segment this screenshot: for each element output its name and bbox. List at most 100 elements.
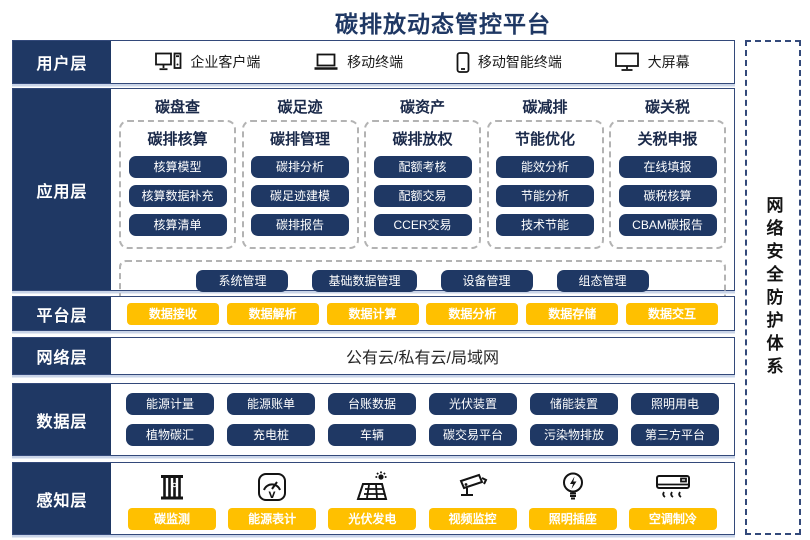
user-device-mobile: 移动终端 — [313, 52, 403, 72]
user-device-big-screen: 大屏幕 — [614, 52, 690, 72]
sense-label: 照明插座 — [528, 508, 617, 530]
app-button: 配额交易 — [373, 184, 472, 207]
desktop-pc-icon — [155, 52, 182, 72]
app-common-button: 组态管理 — [556, 270, 649, 292]
app-button: 核算数据补充 — [128, 184, 227, 207]
air-conditioner-icon — [655, 469, 691, 503]
perception-layer: 感知层 碳监测 V 能源表计 光伏发电 视频监控 — [12, 462, 735, 535]
platform-button: 数据分析 — [426, 302, 519, 325]
application-columns: 碳盘查 碳排核算 核算模型 核算数据补充 核算清单 碳足迹 碳排管理 碳排分析 … — [119, 94, 726, 249]
app-column-box: 碳排管理 碳排分析 碳足迹建模 碳排报告 — [241, 120, 359, 249]
sense-energy-meter: V 能源表计 — [226, 469, 318, 530]
platform-layer-label: 平台层 — [13, 297, 111, 330]
app-column-header: 碳足迹 — [277, 99, 323, 116]
app-column-box: 碳排核算 核算模型 核算数据补充 核算清单 — [119, 120, 236, 249]
network-cloud-text: 公有云/私有云/局域网 — [346, 350, 499, 367]
application-layer-label: 应用层 — [13, 89, 111, 290]
solar-power-icon — [354, 469, 390, 503]
app-column-carbon-tariff: 碳关税 关税申报 在线填报 碳税核算 CBAM碳报告 — [609, 94, 726, 249]
platform-layer-content: 数据接收 数据解析 数据计算 数据分析 数据存储 数据交互 — [111, 297, 734, 330]
app-button: 碳排分析 — [251, 155, 349, 178]
user-device-label: 移动终端 — [347, 54, 404, 70]
app-column-title: 节能优化 — [514, 131, 575, 148]
cctv-camera-icon — [455, 469, 491, 503]
sense-label: 光伏发电 — [328, 508, 417, 530]
user-device-enterprise: 企业客户端 — [155, 52, 260, 72]
sense-label: 碳监测 — [128, 508, 216, 530]
perception-layer-label: 感知层 — [13, 463, 111, 534]
platform-button: 数据存储 — [526, 302, 619, 325]
network-layer-label: 网络层 — [13, 338, 111, 374]
data-source: 车辆 — [328, 424, 416, 446]
user-layer-label: 用户层 — [13, 41, 111, 83]
app-column-header: 碳盘查 — [154, 99, 200, 116]
app-column-box: 关税申报 在线填报 碳税核算 CBAM碳报告 — [609, 120, 726, 249]
sense-air-conditioner: 空调制冷 — [627, 469, 719, 530]
app-button: 节能分析 — [496, 184, 594, 207]
app-common-management-box: 系统管理 基础数据管理 设备管理 组态管理 — [119, 260, 726, 303]
platform-layer: 平台层 数据接收 数据解析 数据计算 数据分析 数据存储 数据交互 — [12, 296, 735, 331]
application-layer: 应用层 碳盘查 碳排核算 核算模型 核算数据补充 核算清单 碳足迹 碳排管理 碳… — [12, 88, 735, 303]
perception-layer-content: 碳监测 V 能源表计 光伏发电 视频监控 照明插座 — [111, 463, 734, 534]
data-layer: 数据层 能源计量 能源账单 台账数据 光伏装置 储能装置 照明用电 植物碳汇 充… — [12, 383, 735, 456]
app-button: 核算模型 — [128, 155, 227, 178]
data-source-row: 植物碳汇 充电桩 车辆 碳交易平台 污染物排放 第三方平台 — [126, 424, 719, 446]
application-layer-content: 碳盘查 碳排核算 核算模型 核算数据补充 核算清单 碳足迹 碳排管理 碳排分析 … — [111, 89, 734, 303]
data-source-row: 能源计量 能源账单 台账数据 光伏装置 储能装置 照明用电 — [126, 393, 719, 415]
sense-label: 空调制冷 — [628, 508, 717, 530]
data-source: 第三方平台 — [631, 424, 719, 446]
laptop-icon — [313, 53, 339, 71]
data-source: 污染物排放 — [530, 424, 618, 446]
platform-button: 数据交互 — [626, 302, 719, 325]
app-column-carbon-footprint: 碳足迹 碳排管理 碳排分析 碳足迹建模 碳排报告 — [241, 94, 359, 249]
svg-text:V: V — [269, 491, 276, 501]
network-layer: 网络层 公有云/私有云/局域网 — [12, 337, 735, 375]
app-button: 技术节能 — [496, 213, 594, 236]
app-column-title: 碳排管理 — [269, 131, 330, 148]
data-layer-label: 数据层 — [13, 384, 111, 455]
app-button: 在线填报 — [618, 155, 717, 178]
app-common-button: 设备管理 — [440, 270, 533, 292]
app-button: 碳足迹建模 — [251, 184, 349, 207]
user-device-smart-mobile: 移动智能终端 — [456, 51, 562, 73]
light-socket-icon — [560, 469, 586, 503]
page-title: 碳排放动态管控平台 — [335, 11, 551, 37]
user-layer: 用户层 企业客户端 移动终端 移动智能终端 大屏幕 — [12, 40, 735, 84]
app-column-header: 碳资产 — [399, 99, 445, 116]
user-layer-content: 企业客户端 移动终端 移动智能终端 大屏幕 — [111, 41, 734, 83]
user-device-label: 移动智能终端 — [477, 54, 562, 70]
app-column-carbon-inventory: 碳盘查 碳排核算 核算模型 核算数据补充 核算清单 — [119, 94, 236, 249]
app-button: 核算清单 — [128, 213, 227, 236]
app-common-button: 基础数据管理 — [312, 270, 417, 292]
sense-video-monitor: 视频监控 — [427, 469, 519, 530]
data-source: 储能装置 — [530, 393, 618, 415]
sense-solar-power: 光伏发电 — [326, 469, 418, 530]
data-layer-content: 能源计量 能源账单 台账数据 光伏装置 储能装置 照明用电 植物碳汇 充电桩 车… — [111, 384, 734, 455]
app-column-title: 碳排核算 — [147, 131, 208, 148]
data-source: 照明用电 — [631, 393, 719, 415]
user-device-label: 企业客户端 — [190, 54, 261, 70]
app-button: 能效分析 — [496, 155, 594, 178]
data-source: 植物碳汇 — [126, 424, 214, 446]
data-source: 台账数据 — [328, 393, 416, 415]
sense-label: 视频监控 — [428, 508, 517, 530]
platform-button: 数据计算 — [326, 302, 419, 325]
security-sidebar-label: 网络安全防护体系 — [763, 195, 783, 380]
app-button: 配额考核 — [373, 155, 472, 178]
data-source: 充电桩 — [227, 424, 315, 446]
platform-button: 数据接收 — [126, 302, 219, 325]
app-column-box: 节能优化 能效分析 节能分析 技术节能 — [486, 120, 604, 249]
sense-light-socket: 照明插座 — [527, 469, 619, 530]
security-sidebar: 网络安全防护体系 — [745, 40, 801, 535]
big-screen-icon — [614, 52, 640, 72]
app-common-button: 系统管理 — [196, 270, 289, 292]
app-button: CCER交易 — [373, 213, 472, 236]
data-source: 能源计量 — [126, 393, 214, 415]
network-layer-content: 公有云/私有云/局域网 — [111, 338, 734, 374]
smartphone-icon — [456, 51, 470, 73]
app-button: 碳税核算 — [618, 184, 717, 207]
app-button: CBAM碳报告 — [618, 213, 717, 236]
data-source: 光伏装置 — [429, 393, 517, 415]
app-column-box: 碳排放权 配额考核 配额交易 CCER交易 — [364, 120, 481, 249]
app-column-carbon-asset: 碳资产 碳排放权 配额考核 配额交易 CCER交易 — [364, 94, 481, 249]
